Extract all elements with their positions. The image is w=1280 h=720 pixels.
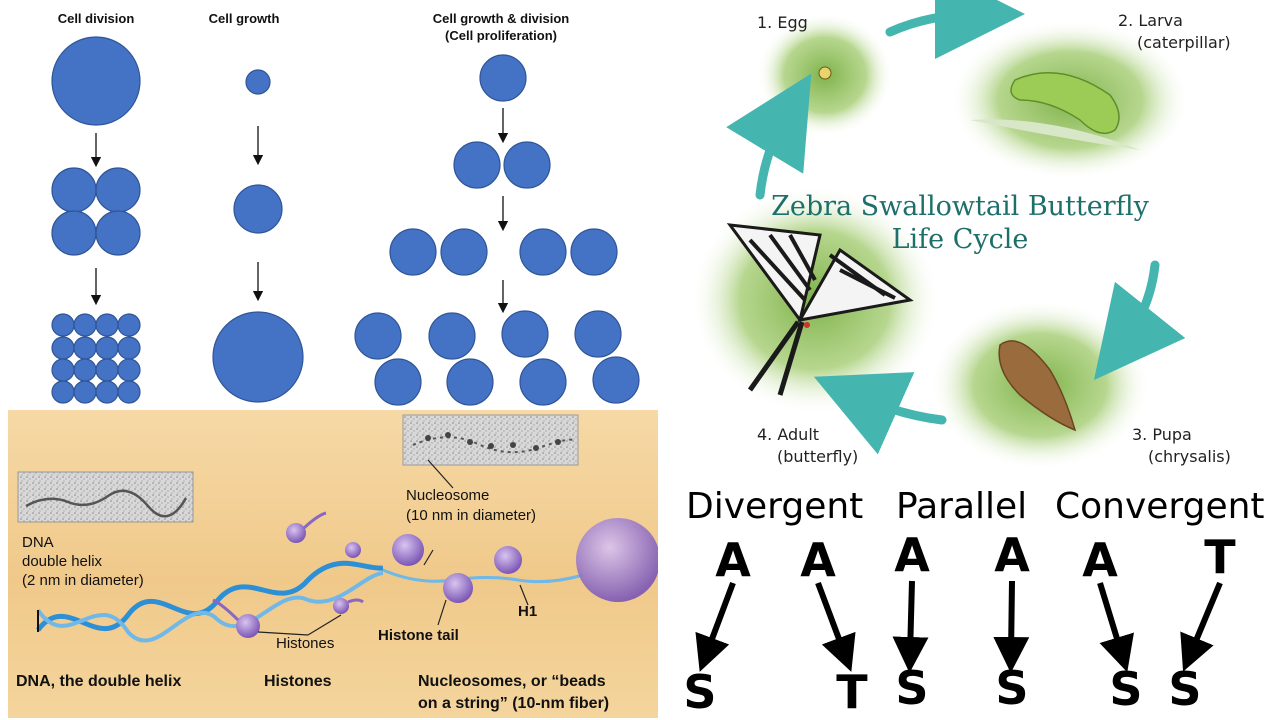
small-divided-cell <box>51 336 75 360</box>
caption-nucleosomes-2: on a string” (10-nm fiber) <box>418 695 609 712</box>
label-double-helix: double helix <box>22 553 103 570</box>
small-divided-cell <box>51 313 75 337</box>
heading-cell-growth: Cell growth <box>209 11 280 26</box>
small-divided-cell <box>51 380 75 404</box>
butterfly-life-cycle-panel: Zebra Swallowtail Butterfly Life Cycle 1… <box>670 0 1280 475</box>
label-divergent: Divergent <box>686 486 863 527</box>
nucleosome-micrograph <box>402 414 579 466</box>
label-larva: 2. Larva <box>1118 11 1183 30</box>
divergent-arrow-right <box>815 581 856 672</box>
convergent-arrow-left <box>1097 582 1134 673</box>
chrysalis-icon <box>998 340 1077 432</box>
small-cell <box>245 69 271 95</box>
label-histones: Histones <box>276 635 334 652</box>
label-adult: 4. Adult <box>757 425 819 444</box>
cell <box>503 141 551 189</box>
small-divided-cell <box>95 313 119 337</box>
heading-cell-division: Cell division <box>58 11 135 26</box>
caption-histones: Histones <box>264 673 332 690</box>
parallel-arrow-right <box>993 580 1030 673</box>
divergent-bottom-right: T <box>836 665 868 719</box>
four-cells <box>51 167 141 256</box>
evolution-diagram: Divergent Parallel Convergent A A S T A … <box>683 486 1265 719</box>
small-divided-cell <box>73 313 97 337</box>
label-egg: 1. Egg <box>757 13 808 32</box>
dna-diagram: DNA double helix (2 nm in diameter) Nucl… <box>16 414 658 712</box>
small-divided-cell <box>117 358 141 382</box>
medium-cell <box>233 184 283 234</box>
four-proliferated-cells <box>389 228 618 276</box>
parallel-bottom-right: S <box>995 661 1028 715</box>
butterfly-icon <box>726 223 914 396</box>
label-caterpillar: (caterpillar) <box>1137 33 1231 52</box>
parallel-bottom-left: S <box>895 661 928 715</box>
life-cycle-subtitle: Life Cycle <box>892 224 1029 255</box>
convergent-top-left: A <box>1082 533 1118 587</box>
small-divided-cell <box>117 380 141 404</box>
small-divided-cell <box>117 336 141 360</box>
cell <box>479 54 527 102</box>
life-cycle-diagram: Zebra Swallowtail Butterfly Life Cycle 1… <box>690 0 1231 470</box>
small-divided-cell <box>95 336 119 360</box>
parallel-arrow-left <box>892 580 929 673</box>
label-h1: H1 <box>518 603 537 620</box>
divergent-top-right: A <box>800 533 836 587</box>
convergent-top-right: T <box>1204 530 1236 584</box>
small-divided-cell <box>73 380 97 404</box>
small-divided-cell <box>95 380 119 404</box>
linker-dna <box>382 568 584 584</box>
divergent-top-left: A <box>715 533 751 587</box>
small-divided-cell <box>117 313 141 337</box>
nucleosome-beads <box>392 518 658 603</box>
convergent-arrow-right <box>1180 581 1223 672</box>
label-dna-diameter: (2 nm in diameter) <box>22 572 144 589</box>
small-divided-cell <box>73 336 97 360</box>
cell <box>453 141 501 189</box>
label-parallel: Parallel <box>896 486 1027 527</box>
label-chrysalis: (chrysalis) <box>1148 447 1231 466</box>
divergent-arrow-left <box>695 581 736 672</box>
parallel-top-right: A <box>994 528 1030 582</box>
cell-growth-panel: Cell division Cell growth Cell growth & … <box>0 0 670 410</box>
leader-lines <box>257 459 529 636</box>
small-divided-cell <box>95 358 119 382</box>
dna-packaging-panel: DNA double helix (2 nm in diameter) Nucl… <box>8 410 658 718</box>
label-histone-tail: Histone tail <box>378 627 459 644</box>
double-helix <box>36 560 384 643</box>
egg-icon <box>818 66 832 80</box>
caption-nucleosomes-1: Nucleosomes, or “beads <box>418 673 606 690</box>
leaf-icon <box>970 119 1140 150</box>
caption-dna: DNA, the double helix <box>16 673 181 690</box>
cell-diagram: Cell division Cell growth Cell growth & … <box>51 11 640 406</box>
convergent-bottom-right: S <box>1168 662 1201 716</box>
life-cycle-title: Zebra Swallowtail Butterfly <box>771 191 1150 222</box>
caterpillar-icon <box>1010 71 1120 135</box>
divergent-bottom-left: S <box>683 665 716 719</box>
evolution-patterns-panel: Divergent Parallel Convergent A A S T A … <box>670 475 1280 720</box>
small-divided-cell <box>51 358 75 382</box>
parallel-top-left: A <box>894 528 930 582</box>
label-butterfly: (butterfly) <box>777 447 858 466</box>
large-cell <box>51 36 141 126</box>
grown-cell <box>212 311 304 403</box>
heading-proliferation-sub: (Cell proliferation) <box>445 28 557 43</box>
label-nucleosome: Nucleosome <box>406 487 489 504</box>
label-convergent: Convergent <box>1055 486 1265 527</box>
label-dna: DNA <box>22 534 54 551</box>
cycle-arrows <box>726 0 1186 455</box>
small-divided-cell <box>73 358 97 382</box>
dna-micrograph <box>17 471 194 523</box>
histone-proteins <box>212 511 364 638</box>
heading-proliferation: Cell growth & division <box>433 11 570 26</box>
convergent-bottom-left: S <box>1109 662 1142 716</box>
label-nucleosome-diameter: (10 nm in diameter) <box>406 507 536 524</box>
eight-proliferated-cells <box>354 310 640 406</box>
label-pupa: 3. Pupa <box>1132 425 1192 444</box>
sixteen-cells <box>51 313 141 404</box>
